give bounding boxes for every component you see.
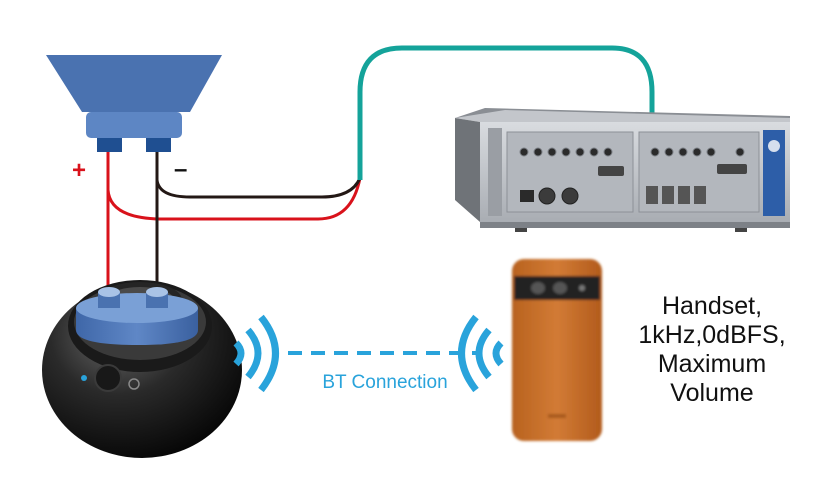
handset-icon (512, 259, 602, 441)
minus-label: – (174, 156, 187, 183)
caption-line-3: Maximum (658, 350, 766, 378)
black-wire (155, 152, 362, 294)
bt-signal-left-icon (233, 314, 279, 393)
caption-line-1: Handset, (662, 292, 762, 320)
test-fixture-icon (76, 287, 198, 345)
plus-label: + (72, 157, 86, 184)
teal-cable (357, 45, 655, 180)
red-wire (106, 152, 362, 294)
loudspeaker-icon (46, 55, 222, 152)
handset-caption: Handset, 1kHz,0dBFS, Maximum Volume (638, 292, 785, 407)
audio-analyzer-icon (455, 108, 790, 232)
bt-connection-label: BT Connection (322, 372, 447, 393)
caption-line-4: Volume (670, 379, 753, 407)
caption-line-2: 1kHz,0dBFS, (638, 321, 785, 349)
bt-signal-right-icon (458, 314, 504, 393)
